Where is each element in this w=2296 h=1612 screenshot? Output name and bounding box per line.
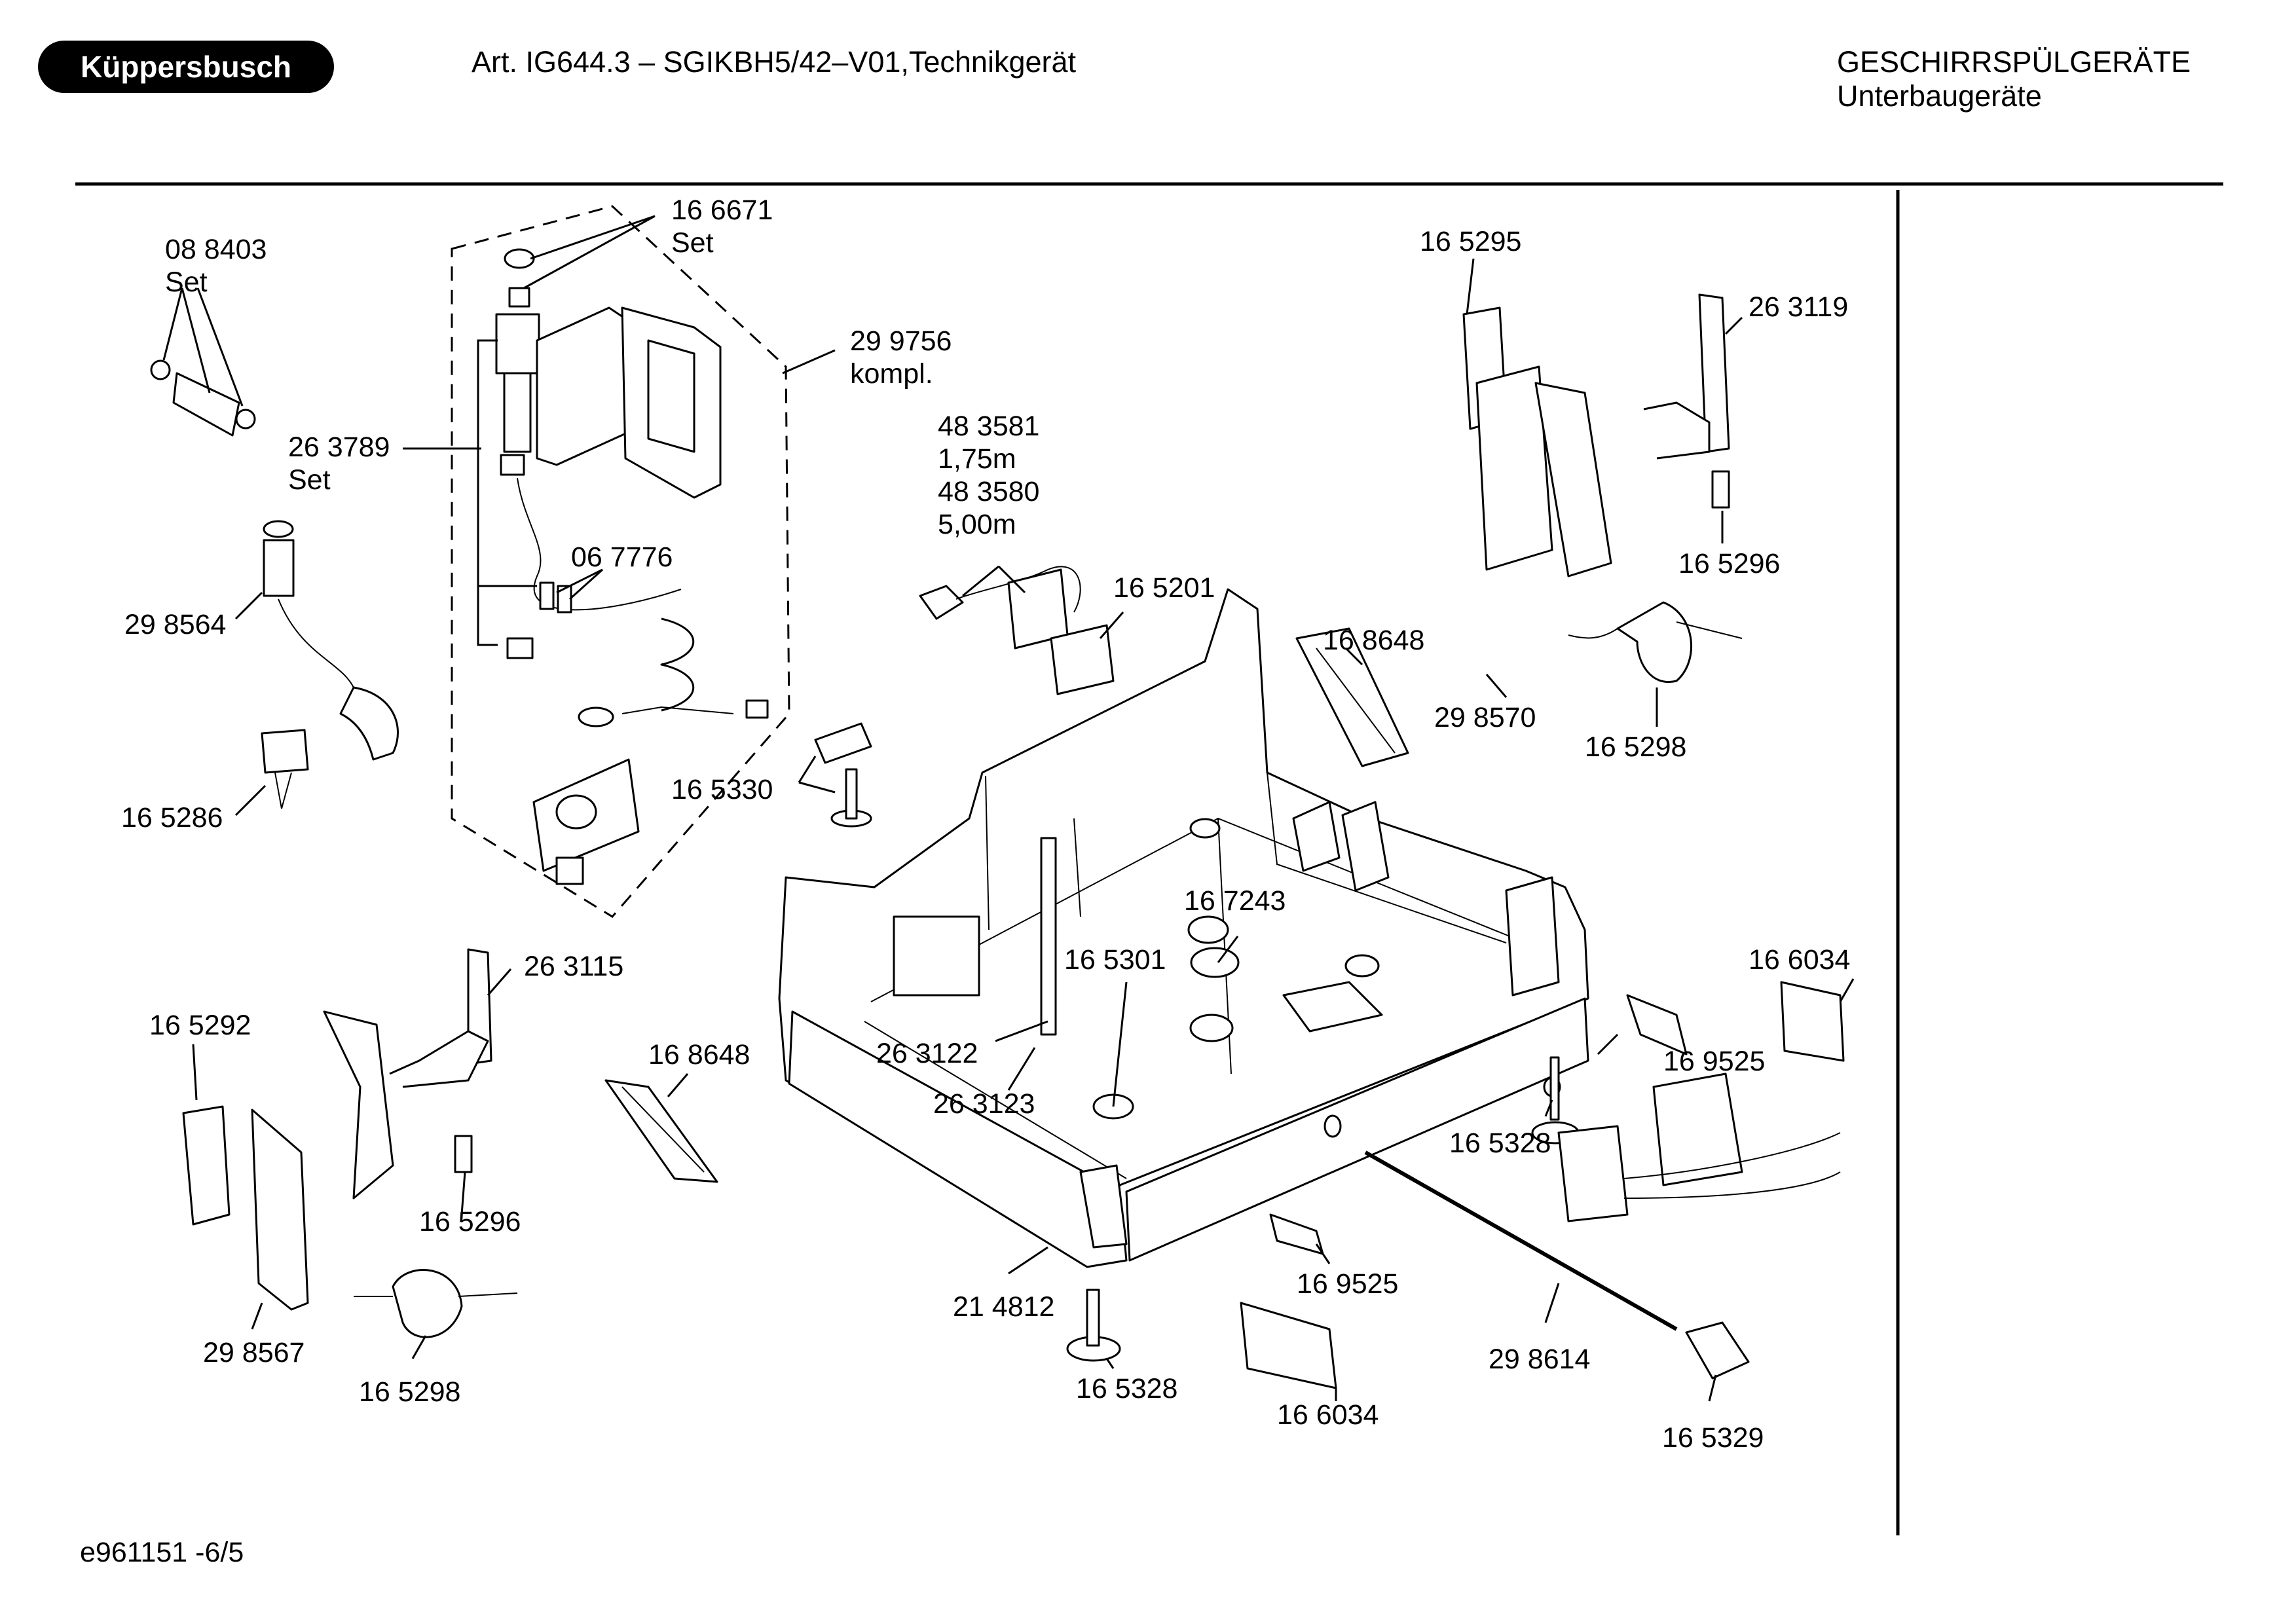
part-number-165328-upper: 16 5328 (1449, 1127, 1551, 1159)
part-number-483581-483580: 48 3581 1,75m 48 3580 5,00m (938, 411, 1047, 540)
brand-logo-text: Küppersbusch (81, 50, 291, 84)
part-number-165292: 16 5292 (149, 1010, 251, 1041)
part-number-299756: 29 9756 kompl. (850, 325, 959, 390)
part-number-298570: 29 8570 (1434, 702, 1536, 733)
part-number-298564: 29 8564 (124, 609, 226, 640)
part-number-165328-lower: 16 5328 (1076, 1373, 1177, 1404)
brand-logo: Küppersbusch (38, 41, 334, 93)
part-number-166034-upper: 16 6034 (1749, 944, 1850, 976)
part-number-067776: 06 7776 (571, 541, 673, 573)
part-number-263122: 26 3122 (876, 1038, 978, 1069)
part-number-168648-upper: 16 8648 (1323, 625, 1424, 656)
part-number-263789: 26 3789 Set (288, 431, 398, 496)
part-number-165286: 16 5286 (121, 802, 223, 833)
part-number-298567: 29 8567 (203, 1337, 305, 1368)
part-number-165298-lower: 16 5298 (359, 1376, 460, 1408)
part-number-166671: 16 6671 Set (671, 194, 781, 259)
part-number-166034-lower: 16 6034 (1277, 1399, 1379, 1431)
part-number-165329: 16 5329 (1662, 1422, 1764, 1454)
part-number-labels: 08 8403 Set 16 6671 Set 29 9756 kompl. 2… (121, 194, 1850, 1454)
part-number-165201: 16 5201 (1113, 572, 1215, 604)
part-number-263115: 26 3115 (524, 951, 623, 982)
valve-assembly-drawing (495, 248, 769, 885)
leader-lines (162, 215, 1855, 1402)
right-lower-parts-drawing (1066, 981, 1845, 1389)
left-bracket-drawing (182, 948, 718, 1338)
part-number-165296-upper: 16 5296 (1678, 548, 1780, 579)
base-frame-drawing (778, 588, 1589, 1268)
article-number: Art. IG644.3 – SGIKBH5/42–V01,Technikger… (472, 45, 1077, 79)
appliance-subcategory: Unterbaugeräte (1837, 79, 2042, 113)
part-number-168648-lower: 16 8648 (648, 1039, 750, 1071)
part-number-088403: 08 8403 Set (165, 234, 274, 298)
part-number-165301: 16 5301 (1064, 944, 1166, 976)
part-number-263119: 26 3119 (1749, 291, 1848, 323)
part-number-167243: 16 7243 (1184, 885, 1286, 917)
right-bracket-drawing (1295, 293, 1743, 767)
part-number-169525-lower: 16 9525 (1297, 1268, 1398, 1300)
part-number-214812: 21 4812 (953, 1291, 1054, 1323)
appliance-category: GESCHIRRSPÜLGERÄTE (1837, 45, 2191, 79)
part-number-298614: 29 8614 (1489, 1344, 1590, 1375)
part-number-169525-upper: 16 9525 (1663, 1046, 1765, 1077)
part-number-165296-lower: 16 5296 (419, 1206, 521, 1237)
drawing-id: e961151 -6/5 (80, 1537, 244, 1568)
part-number-165295: 16 5295 (1420, 226, 1521, 257)
left-loose-parts-drawing (150, 359, 399, 809)
part-number-165298-upper: 16 5298 (1585, 731, 1686, 763)
cable-harness-drawing (814, 566, 1115, 828)
sub-assembly-outline (451, 205, 790, 918)
part-number-263123: 26 3123 (933, 1088, 1035, 1120)
part-number-165330: 16 5330 (671, 774, 773, 805)
